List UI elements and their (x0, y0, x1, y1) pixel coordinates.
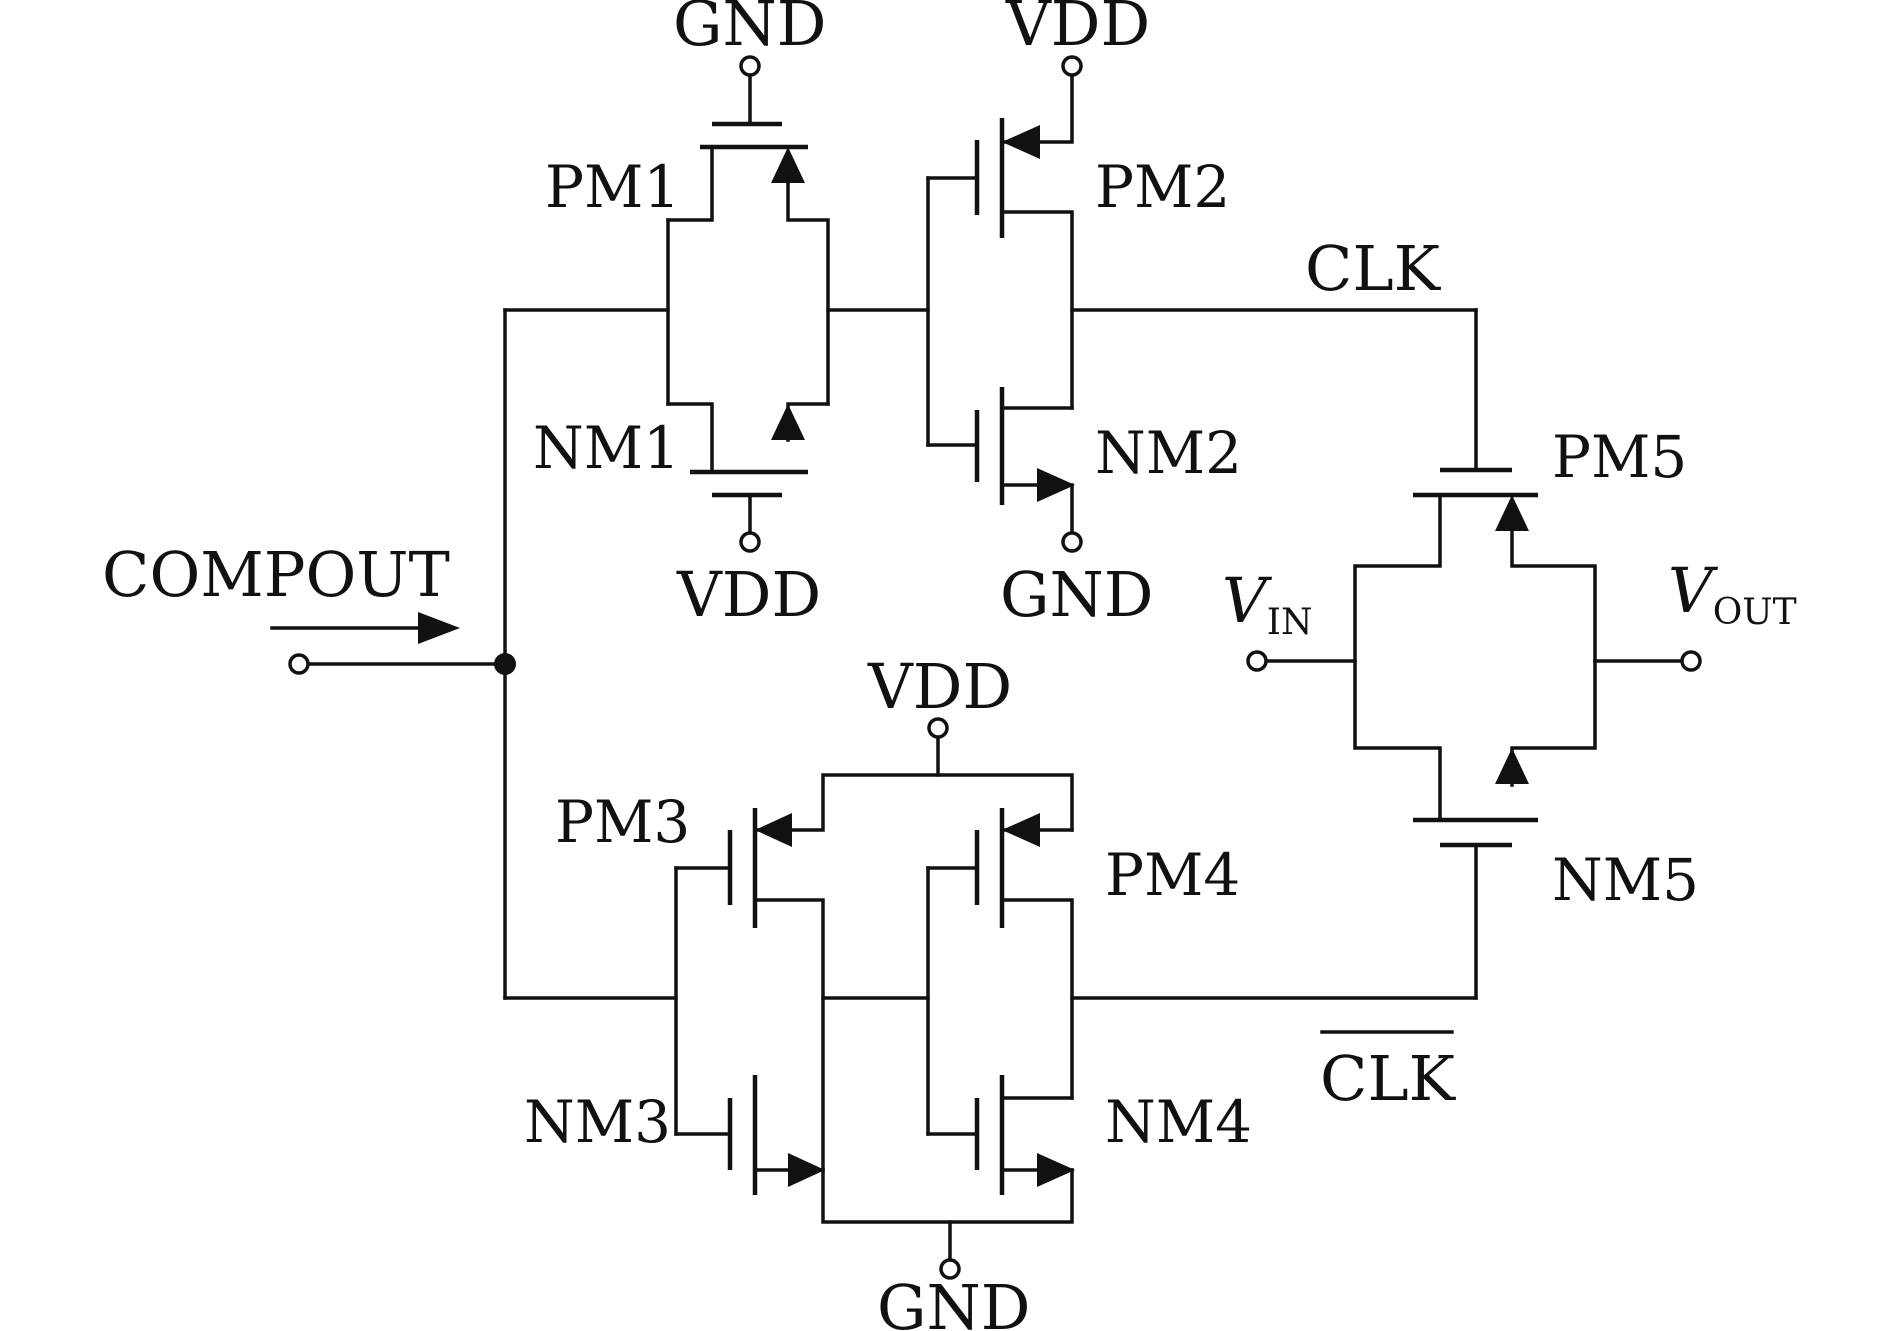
input-node-wiring (304, 308, 678, 1000)
vout-terminal (1680, 650, 1702, 672)
inverter-3 (674, 773, 1074, 1224)
nm2-gnd-terminal (1061, 531, 1083, 553)
nm2-gnd-label: GND (1000, 558, 1154, 631)
clk-bar-label: CLK (1320, 1042, 1457, 1115)
bottom-vdd-label: VDD (867, 650, 1012, 723)
transistor-nm2 (926, 387, 1075, 537)
nm5-label: NM5 (1552, 846, 1699, 914)
transistor-pm2 (926, 70, 1074, 410)
transistor-nm3 (674, 1075, 1074, 1224)
nm4-label: NM4 (1105, 1088, 1252, 1156)
vin-label: VIN (1222, 564, 1313, 643)
bottom-gnd-terminal (939, 1258, 961, 1280)
transistor-pm3 (674, 773, 1074, 1172)
nm3-label: NM3 (524, 1088, 671, 1156)
nm1-vdd-label: VDD (676, 558, 821, 631)
inverter-2 (926, 70, 1478, 537)
pm1-gnd-terminal (739, 55, 761, 77)
transistor-pm1 (666, 70, 830, 406)
compout-label: COMPOUT (102, 538, 450, 611)
vin-terminal (1246, 650, 1268, 672)
pm2-vdd-terminal (1061, 55, 1083, 77)
transistor-pm4 (926, 808, 1074, 1100)
bottom-vdd-terminal (927, 717, 949, 739)
nm2-label: NM2 (1095, 419, 1242, 487)
transistor-nm1 (666, 402, 830, 537)
transistor-nm4 (926, 1075, 1075, 1195)
pm4-label: PM4 (1105, 841, 1240, 909)
pm5-label: PM5 (1552, 423, 1687, 491)
nm1-label: NM1 (533, 414, 680, 482)
bottom-gnd-label: GND (877, 1271, 1031, 1331)
junction-dot (494, 653, 516, 675)
compout-terminal (288, 653, 310, 675)
transmission-gate (1262, 308, 1686, 1000)
inverter-1 (666, 70, 930, 537)
nm1-vdd-terminal (739, 531, 761, 553)
inverter-4 (926, 808, 1478, 1195)
transistor-nm5 (1413, 748, 1538, 1000)
pm3-label: PM3 (555, 788, 690, 856)
pm1-label: PM1 (545, 153, 680, 221)
input-direction-arrow (270, 612, 460, 644)
pm2-vdd-label: VDD (1005, 0, 1150, 60)
transistor-pm5 (1353, 308, 1597, 822)
pm1-gnd-label: GND (673, 0, 827, 60)
pm2-label: PM2 (1095, 153, 1230, 221)
clk-label: CLK (1305, 232, 1442, 305)
vout-label: VOUT (1668, 554, 1797, 633)
